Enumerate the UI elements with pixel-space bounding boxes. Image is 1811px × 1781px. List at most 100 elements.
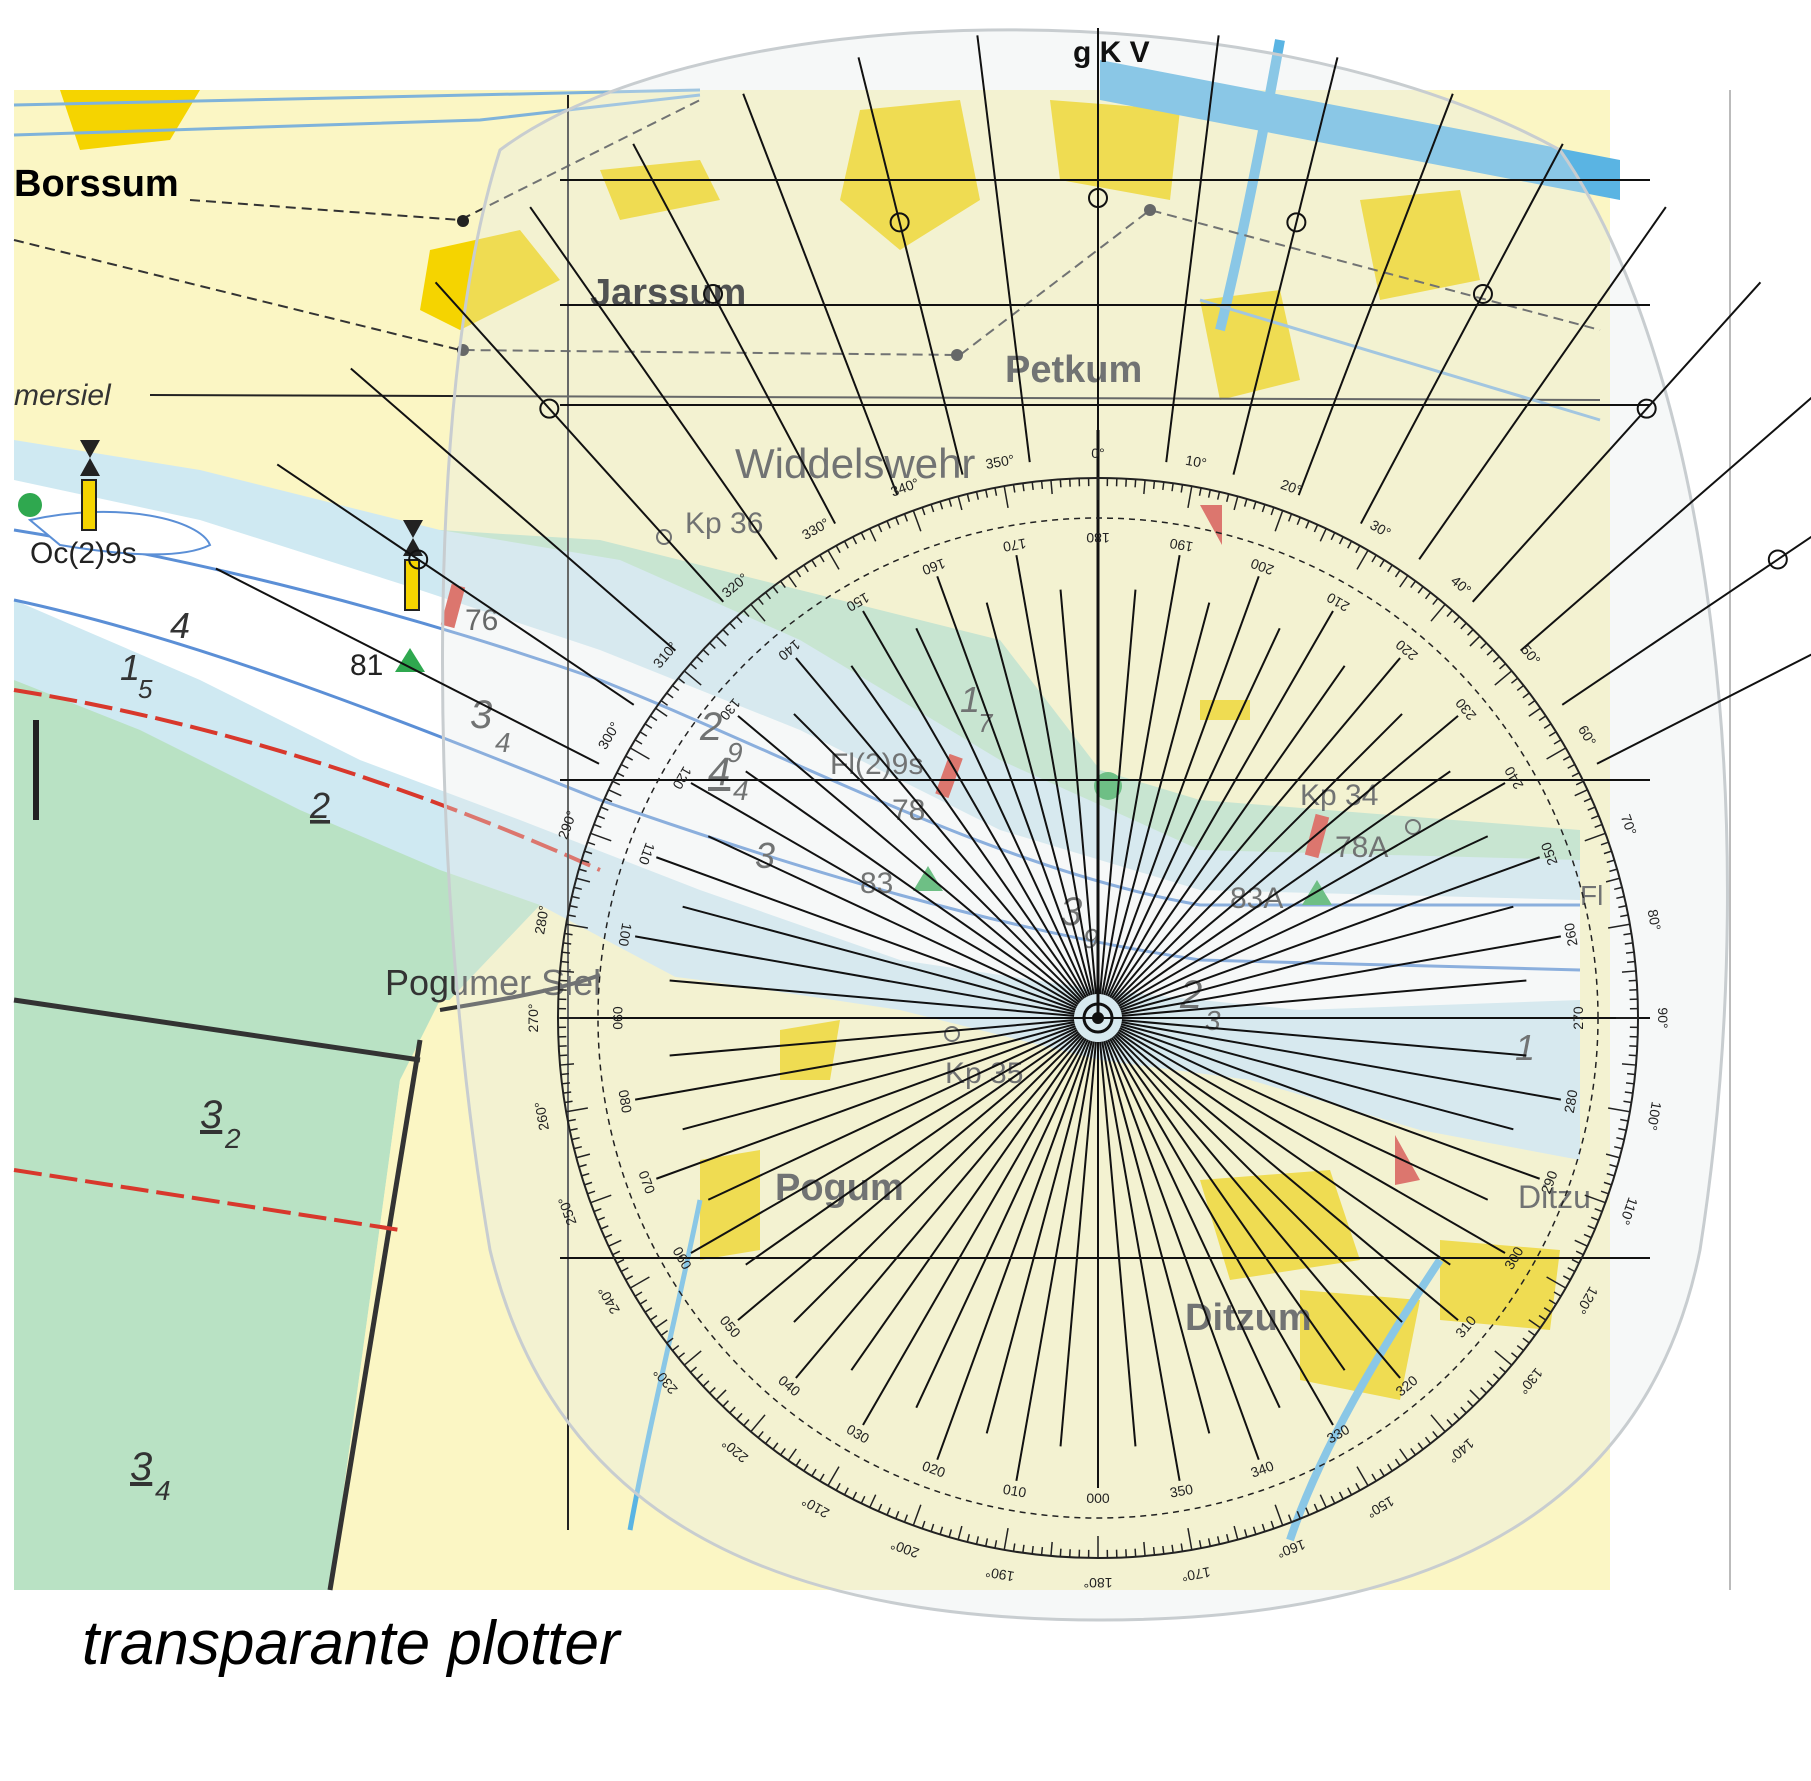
place-ditzum: Ditzum [1185, 1297, 1312, 1339]
protractor-tick [1567, 763, 1576, 769]
protractor-tick [1022, 1544, 1025, 1553]
protractor-inner-label: 110 [636, 841, 659, 868]
protractor-tick [1287, 1514, 1293, 1523]
protractor-tick [743, 1419, 750, 1427]
protractor-tick [1614, 886, 1623, 891]
protractor-tick [948, 1529, 953, 1538]
protractor-tick [1446, 609, 1453, 617]
protractor-tick [1460, 622, 1467, 630]
protractor-tick [593, 823, 602, 829]
protractor-tick [660, 1330, 669, 1337]
protractor-tick [581, 1172, 590, 1177]
kp-34: Kp 34 [1300, 779, 1378, 812]
protractor-tick [1040, 1547, 1044, 1556]
protractor-tick [1371, 554, 1377, 563]
protractor-tick [860, 532, 866, 541]
plotter-hole [1472, 283, 1493, 304]
protractor-tick [803, 1463, 809, 1472]
protractor-tick [1567, 1267, 1576, 1273]
protractor-tick [1574, 1239, 1588, 1247]
bearing-ray-long [1165, 35, 1220, 463]
protractor-tick [715, 635, 727, 647]
protractor-tick [1546, 747, 1567, 760]
protractor-tick [715, 1389, 727, 1401]
bearing-ray [737, 1032, 1081, 1321]
protractor-inner-label: 180 [1086, 530, 1110, 546]
protractor-tick [1528, 1319, 1541, 1329]
protractor-tick [1516, 1344, 1524, 1352]
protractor-tick [1198, 1540, 1202, 1549]
protractor-tick [1187, 1528, 1193, 1550]
protractor-tick [1274, 510, 1284, 532]
protractor-tick [639, 731, 648, 737]
protractor-inner-label: 200 [1248, 555, 1276, 578]
protractor-tick [593, 1207, 602, 1213]
svg-text:2: 2 [224, 1123, 241, 1154]
protractor-tick [709, 1387, 716, 1394]
bearing-ray [1121, 935, 1562, 1015]
protractor-tick [1510, 1352, 1519, 1359]
protractor-tick [1012, 484, 1016, 493]
protractor-tick [1338, 536, 1344, 545]
bearing-ray [745, 1030, 1079, 1266]
protractor-degree-label: 20° [1279, 476, 1304, 498]
protractor-tick [1614, 1145, 1623, 1150]
protractor-tick [930, 504, 935, 513]
protractor-tick [569, 1127, 578, 1132]
plotter-hole [1767, 549, 1788, 570]
protractor-tick [1243, 1529, 1248, 1538]
protractor-tick [1252, 501, 1257, 510]
bearing-ray [1119, 835, 1489, 1009]
protractor-tick [843, 1487, 849, 1496]
protractor-tick [1469, 635, 1481, 647]
protractor-tick [563, 942, 572, 945]
protractor-tick [1180, 1543, 1184, 1552]
protractor-tick [994, 487, 998, 496]
protractor-tick [852, 536, 858, 545]
depth-soundings: 4 1 5 3 4 2 2 9 1 7 4 4 3 3 9 2 3 1 3 2 … [120, 605, 1535, 1506]
protractor-tick [672, 1344, 680, 1352]
bearing-ray-long [1297, 93, 1454, 496]
protractor-degree-label: 260° [531, 1100, 552, 1131]
protractor-tick [1499, 663, 1507, 670]
protractor-tick [994, 1540, 998, 1549]
protractor-tick [1492, 1373, 1500, 1380]
bearing-ray [1120, 1025, 1540, 1180]
bearing-ray-long [742, 93, 899, 496]
protractor-tick [702, 1380, 710, 1387]
protractor-tick [1003, 486, 1009, 508]
protractor-tick [1446, 1419, 1453, 1427]
protractor-tick [835, 1482, 841, 1491]
bearing-ray [793, 1034, 1082, 1323]
bearing-ray [1120, 905, 1514, 1013]
svg-text:78: 78 [892, 794, 925, 827]
protractor-degree-label: 170° [1180, 1564, 1211, 1585]
protractor-tick [957, 496, 963, 511]
protractor-tick [696, 656, 704, 663]
protractor-tick [1510, 677, 1519, 684]
protractor-tick [1594, 823, 1603, 829]
protractor-tick [625, 1275, 634, 1281]
bearing-ray-long [1519, 396, 1811, 652]
protractor-tick [1225, 493, 1230, 502]
plotter-hole [703, 283, 724, 304]
protractor-tick [1134, 1548, 1137, 1557]
protractor-tick [1059, 479, 1062, 488]
protractor-tick [1494, 670, 1513, 686]
protractor-inner-label: 160 [920, 555, 948, 578]
svg-text:2: 2 [1179, 973, 1202, 1017]
protractor-tick [1022, 483, 1025, 492]
protractor-inner-label: 090 [610, 1006, 626, 1030]
bearing-ray-long [1596, 653, 1811, 765]
bearing-ray-long [976, 35, 1031, 463]
protractor-tick [957, 1525, 963, 1540]
protractor-tick [886, 520, 891, 529]
protractor-tick [578, 1163, 587, 1168]
place-mersiel: mersiel [14, 379, 112, 412]
protractor-tick [930, 1523, 935, 1532]
protractor-tick [795, 569, 802, 578]
protractor-degree-label: 180° [1084, 1575, 1113, 1591]
protractor-inner-label: 270 [1570, 1006, 1586, 1030]
protractor-tick [795, 1458, 802, 1467]
